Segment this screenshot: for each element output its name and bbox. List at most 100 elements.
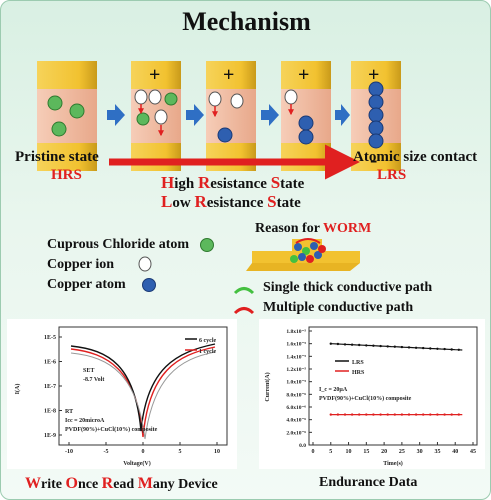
endurance-hrs-series-point [436,413,439,416]
endurance-lrs-series-point [414,346,418,349]
endurance-plot: 1.8x10⁻⁵1.6x10⁻⁵1.4x10⁻⁵1.2x10⁻⁵1.0x10⁻⁵… [259,319,485,469]
high-resistance-letter-0: H [161,173,175,192]
endurance-lrs-series-point [422,346,425,350]
endurance-lrs-series-point [386,345,389,348]
plus-sign: + [368,64,379,86]
multiple-path-label: Multiple conductive path [263,300,414,315]
iv-ylabel: I(A) [14,384,21,395]
endurance-hrs-series-point [336,413,340,416]
endurance-lrs-series-point [329,342,332,345]
plus-sign: + [223,64,234,86]
cell-ionization: + - [131,61,181,172]
endurance-hrs-series-point [379,413,382,416]
hrs-label: HRS [51,167,82,183]
endurance-hrs-series-point [422,413,425,416]
endurance-lrs-series-point [436,347,439,350]
iv-curve-gray [70,351,216,440]
endurance-hrs-series-point [429,413,432,416]
high-resistance-letter-2: S [270,173,281,192]
iv-ytick: 1E-9 [44,433,56,439]
low-resistance-text-2: tate [276,195,301,211]
endurance-xtick: 15 [363,449,369,455]
iv-xtick: 5 [179,449,182,455]
pristine-state-label: Pristine state [15,149,99,165]
plus-sign: + [298,64,309,86]
endurance-hrs-series-point [400,413,404,416]
endurance-xtick: 30 [417,449,423,455]
endurance-xtick: 10 [346,449,352,455]
endurance-lrs-series-point [365,344,368,347]
endurance-hrs-series-point [358,413,361,416]
iv-curve-1-cycle [70,346,216,438]
minus-sign: - [370,147,377,172]
iv-set-label: SET [83,368,94,374]
iv-xtick: -5 [104,449,109,455]
endurance-ytick: 1.0x10⁻⁵ [286,380,306,386]
endurance-ytick: 1.6x10⁻⁵ [286,342,306,348]
plus-sign: + [149,64,160,86]
endurance-xtick: 40 [452,449,458,455]
endurance-lrs-series-point [343,343,347,346]
legend-atom-label: Copper atom [47,277,126,292]
device-caption-text-3: any Device [152,477,218,492]
device-caption-text-2: ead [113,477,138,492]
device-caption-letter-2: R [101,475,114,492]
worm-highlight: WORM [322,221,372,236]
low-resistance-text-1: esistance [206,195,268,211]
endurance-lrs-series-point [336,342,340,346]
endurance-hrs-series-point [393,413,396,416]
device-caption-letter-1: O [65,475,78,492]
endurance-ytick: 6.0x10⁻⁶ [286,405,306,411]
endurance-icc-label: I_c = 20μA [319,387,348,393]
endurance-ylabel: Current(A) [264,372,271,401]
endurance-hrs-series-point [407,413,411,416]
legend-ion-label: Copper ion [47,257,115,272]
endurance-xtick: 25 [399,449,405,455]
iv-rt-label: RT [65,409,73,415]
endurance-xlabel: Time(s) [383,460,403,467]
iv-xtick: -10 [65,449,73,455]
endurance-hrs-series-point [450,413,453,416]
endurance-lrs-series-point [443,347,446,351]
endurance-lrs-series-point [372,344,375,347]
endurance-hrs-series-point [457,413,460,416]
device-caption-letter-0: W [25,475,41,492]
endurance-ytick: 2.0x10⁻⁶ [286,430,306,436]
worm-path-illustration [246,238,360,271]
low-resistance-state-label: Low Resistance State [161,192,301,212]
device-caption: Write Once Read Many Device [25,475,218,493]
iv-xtick: 10 [214,449,220,455]
iv-ytick: 1E-8 [44,409,56,415]
endurance-lrs-series-point [358,343,361,347]
single-path-icon [233,287,255,295]
single-path-label: Single thick conductive path [263,280,433,295]
device-caption-text-1: nce [77,477,102,492]
high-resistance-text-0: igh [174,176,198,192]
worm-reason-label: Reason for WORM [255,221,371,237]
endurance-hrs-series-point [386,413,389,416]
endurance-xtick: 35 [434,449,440,455]
iv-curve-6-cycle [70,343,216,432]
multiple-path-icon [233,307,255,315]
endurance-lrs-series-point [350,343,354,346]
endurance-ytick: 1.4x10⁻⁵ [286,354,306,360]
figure-title: Mechanism [182,7,311,36]
cell-migration: + - [206,61,256,172]
cell-atomic-contact: + - [351,61,401,172]
copper-ion-icon [138,256,152,272]
endurance-lrs-series-point [379,344,382,348]
endurance-ytick: 1.8x10⁻⁵ [286,329,306,335]
endurance-hrs-series-point [443,413,446,416]
iv-set-volt: -8.7 Volt [83,377,104,383]
iv-icc-label: Icc = 20microA [65,418,105,424]
endurance-xtick: 20 [381,449,387,455]
endurance-hrs-series-point [329,413,332,416]
endurance-hrs-series-point [343,413,347,416]
iv-ytick: 1E-6 [44,360,56,366]
endurance-xtick: 45 [470,449,476,455]
high-resistance-state-label: High Resistance State [161,173,304,193]
lrs-label: LRS [377,167,407,183]
endurance-ytick: 0.0 [299,443,306,449]
high-resistance-text-2: tate [280,176,305,192]
mechanism-schematic: + - + - + - [37,61,401,180]
